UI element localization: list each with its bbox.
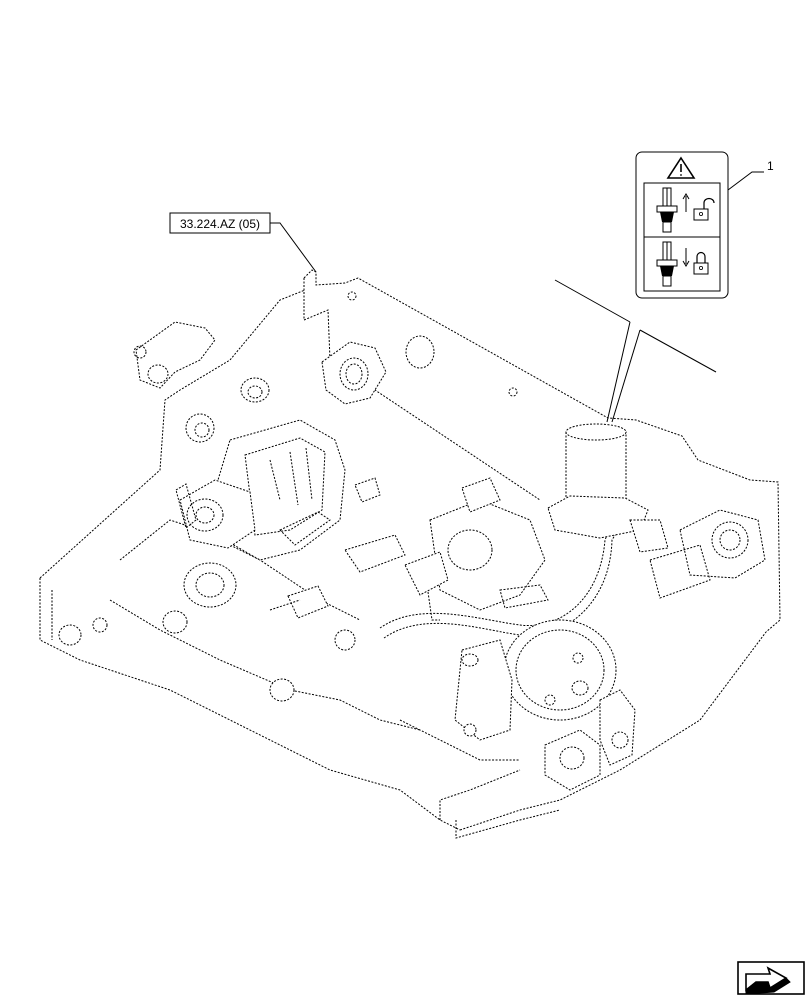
fitting-left-lower	[183, 562, 237, 608]
callout-leader-line	[727, 171, 764, 191]
bolt-left-2	[185, 413, 215, 443]
main-frame	[39, 269, 781, 839]
arrow-down-icon	[682, 248, 690, 267]
top-left-bracket	[133, 321, 216, 389]
callout-number[interactable]: 1	[767, 159, 774, 173]
right-solenoid	[649, 509, 766, 599]
hose	[379, 527, 619, 639]
coupler-down-icon	[656, 241, 678, 287]
bolt-left-1	[240, 377, 270, 403]
warning-decal[interactable]	[635, 151, 729, 299]
small-bolts	[58, 585, 477, 737]
warning-triangle-icon	[666, 156, 696, 179]
unlock-icon	[693, 197, 715, 221]
decal-location-pointer	[554, 279, 717, 423]
reference-label[interactable]: 33.224.AZ (05)	[169, 212, 271, 234]
hex-fitting-top	[321, 341, 387, 405]
pump-disc	[503, 619, 617, 721]
bottom-bracket	[544, 689, 636, 791]
coupler-up-icon	[656, 187, 678, 233]
small-connector	[344, 477, 406, 573]
cylinder-top	[547, 423, 669, 553]
reference-leader-line	[270, 222, 317, 273]
lock-icon	[693, 251, 709, 275]
reference-label-text: 33.224.AZ (05)	[180, 217, 260, 231]
pump-body	[454, 639, 513, 741]
central-actuator	[404, 477, 549, 621]
arrow-up-icon	[682, 193, 690, 212]
solenoid-left	[175, 479, 256, 549]
next-page-arrow-icon[interactable]	[737, 961, 805, 995]
